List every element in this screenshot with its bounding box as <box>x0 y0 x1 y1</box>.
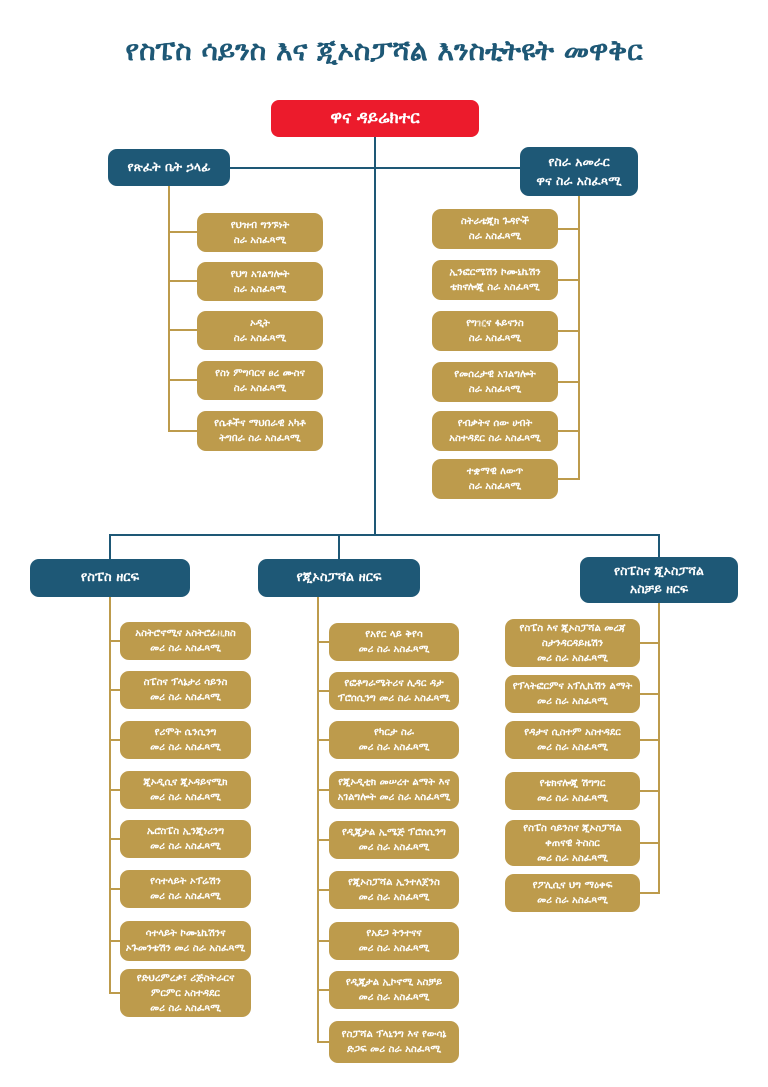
connector-stub <box>640 739 658 741</box>
connector-stub <box>168 231 197 233</box>
unit-box: የዲጂታል ኢኮኖሚ አስቻይ መሪ ስራ አስፈጻሚ <box>329 971 459 1009</box>
connector-spine-office <box>168 186 170 432</box>
chart-title: የስፔስ ሳይንስ እና ጂኦስፓሻል እንስቲትዩት መዋቅር <box>125 34 643 67</box>
unit-box: የህግ አገልግሎት ስራ አስፈጻሚ <box>197 262 323 301</box>
connector-stub <box>109 689 120 691</box>
sector-box-space: የስፔስ ዘርፍ <box>30 559 190 597</box>
connector-stub <box>317 690 329 692</box>
unit-box: የቴክኖሎጂ ሽግግር መሪ ስራ አስፈጻሚ <box>505 772 640 810</box>
connector-stub <box>109 888 120 890</box>
connector-stub <box>640 842 658 844</box>
connector-main-horizontal <box>109 534 660 536</box>
connector-drop-space <box>109 534 111 559</box>
connector-stub <box>558 330 580 332</box>
connector-stub <box>109 640 120 642</box>
unit-box: የስፓሻል ፕላኒንግ እና የውሳኔ ድጋፍ መሪ ስራ አስፈጻሚ <box>329 1021 459 1063</box>
connector-trunk <box>374 136 376 535</box>
unit-box: የብቃትና ሰው ሀብት አስተዳደር ስራ አስፈጻሚ <box>432 411 558 451</box>
connector-stub <box>317 940 329 942</box>
connector-stub <box>168 280 197 282</box>
connector-stub <box>558 478 580 480</box>
unit-box: የካርታ ስራ መሪ ስራ አስፈጻሚ <box>329 721 459 759</box>
unit-box: የስፔስ ሳይንስና ጂኦስፓሻል ቀጠናዊ ትስስር መሪ ስራ አስፈጻሚ <box>505 820 640 866</box>
unit-box: የጂኦዲቲክ መሠረተ ልማት እና አገልግሎት መሪ ስራ አስፈጻሚ <box>329 771 459 809</box>
sector-box-enabling: የስፔስና ጂኦስፓሻል አስቻይ ዘርፍ <box>580 557 738 603</box>
connector-stub <box>317 1041 329 1043</box>
connector-stub <box>317 889 329 891</box>
unit-box: የዳታና ሲስተም አስተዳደር መሪ ስራ አስፈጻሚ <box>505 721 640 759</box>
unit-box: የህዝብ ግንኙነት ስራ አስፈጻሚ <box>197 213 323 252</box>
connector-stub <box>558 381 580 383</box>
unit-box: ስትራቴጂክ ጉዳዮች ስራ አስፈጻሚ <box>432 209 558 249</box>
connector-stub <box>640 892 658 894</box>
unit-box: የስፔስ እና ጂኦስፓሻል መረጃ ስታንዳርዳይዜሽን መሪ ስራ አስፈጻ… <box>505 619 640 667</box>
unit-box: የጂኦስፓሻል ኢንተለጀንስ መሪ ስራ አስፈጻሚ <box>329 871 459 909</box>
unit-box: የሪሞት ሴንሲንግ መሪ ስራ አስፈጻሚ <box>120 721 251 759</box>
connector-stub <box>168 379 197 381</box>
connector-spine-geospatial <box>317 597 319 1043</box>
connector-stub <box>640 693 658 695</box>
connector-tier1-horizontal <box>230 167 520 169</box>
connector-drop-enabling <box>658 534 660 557</box>
connector-stub <box>317 739 329 741</box>
connector-spine-enabling <box>658 603 660 894</box>
connector-stub <box>558 430 580 432</box>
unit-box: ኦዲት ስራ አስፈጻሚ <box>197 311 323 350</box>
unit-box: ተቋማዊ ለውጥ ስራ አስፈጻሚ <box>432 459 558 499</box>
connector-drop-geospatial <box>338 534 340 559</box>
unit-box: የአደጋ ትንተናና መሪ ስራ አስፈጻሚ <box>329 922 459 960</box>
unit-box: የመሰረታዊ አገልግሎት ስራ አስፈጻሚ <box>432 362 558 402</box>
unit-box: የፖሊሲና ህግ ማዕቀፍ መሪ ስራ አስፈጻሚ <box>505 874 640 912</box>
connector-stub <box>168 430 197 432</box>
unit-box: የፕላትፎርምና አፕሊኬሽን ልማት መሪ ስራ አስፈጻሚ <box>505 675 640 713</box>
unit-box: የሴቶችና ማህበራዊ አካቶ ትግበራ ስራ አስፈጻሚ <box>197 411 323 451</box>
connector-stub <box>640 642 658 644</box>
unit-box: የድህረምረቃ፣ ሪጅስትራርና ምርምር አስተዳደር መሪ ስራ አስፈጻሚ <box>120 969 251 1017</box>
unit-box: ስፔስና ፕላኔታሪ ሳይንስ መሪ ስራ አስፈጻሚ <box>120 671 251 709</box>
connector-stub <box>109 940 120 942</box>
unit-box: ጂኦዲሲና ጂኦዳይናሚክ መሪ ስራ አስፈጻሚ <box>120 771 251 809</box>
office-head-box: የጽፈት ቤት ኃላፊ <box>108 149 230 186</box>
unit-box: የፎቶግራሜትሪና ሊዳር ዳታ ፕሮሰሲንግ መሪ ስራ አስፈጻሚ <box>329 672 459 710</box>
connector-stub <box>317 641 329 643</box>
connector-stub <box>317 789 329 791</box>
unit-box: ኢንፎርሜሽን ኮሙኒኬሽን ቴክኖሎጂ ስራ አስፈጻሚ <box>432 260 558 300</box>
unit-box: የስነ ምግባርና ፀረ ሙስና ስራ አስፈጻሚ <box>197 361 323 400</box>
unit-box: ሳተላይት ኮሙኒኬሽንና ኦጉመንቴሽን መሪ ስራ አስፈጻሚ <box>120 921 251 961</box>
connector-stub <box>558 228 580 230</box>
unit-box: ኤሮስፔስ ኢንጂነሪንግ መሪ ስራ አስፈጻሚ <box>120 820 251 858</box>
connector-spine-management <box>578 196 580 480</box>
unit-box: የግዢና ፋይናንስ ስራ አስፈጻሚ <box>432 311 558 351</box>
unit-box: የዲጂታል ኢሜጅ ፕሮሰሲንግ መሪ ስራ አስፈጻሚ <box>329 821 459 859</box>
connector-stub <box>640 790 658 792</box>
connector-spine-space <box>109 597 111 994</box>
connector-stub <box>317 839 329 841</box>
connector-stub <box>109 838 120 840</box>
unit-box: አስትሮኖሚና አስትሮፊዚክስ መሪ ስራ አስፈጻሚ <box>120 622 251 660</box>
unit-box: የአየር ላይ ቅየሳ መሪ ስራ አስፈጻሚ <box>329 623 459 661</box>
connector-stub <box>109 992 120 994</box>
root-box-general-director: ዋና ዳይሬክተር <box>271 100 479 137</box>
unit-box: የሳተላይት ኦፕሬሽን መሪ ስራ አስፈጻሚ <box>120 870 251 908</box>
connector-stub <box>168 329 197 331</box>
connector-stub <box>109 789 120 791</box>
management-box: የስራ አመራር ዋና ስራ አስፈጻሚ <box>520 147 638 196</box>
sector-box-geospatial: የጂኦስፓሻል ዘርፍ <box>258 559 420 597</box>
connector-stub <box>558 279 580 281</box>
connector-stub <box>317 989 329 991</box>
connector-stub <box>109 739 120 741</box>
